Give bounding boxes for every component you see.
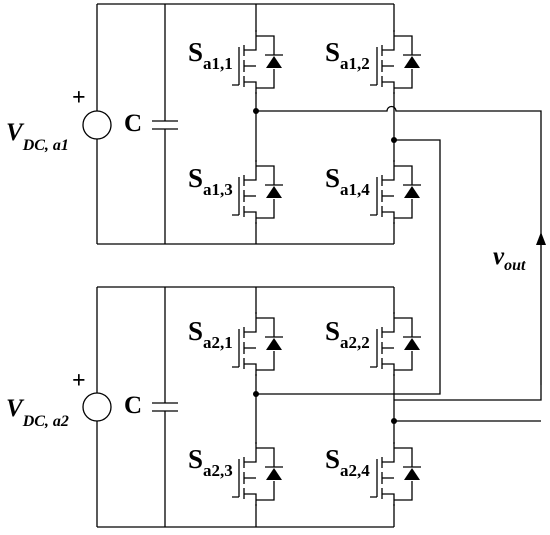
switch-sa2-2-label: Sa2,2 <box>325 316 370 352</box>
switch-sa2-1-label: Sa2,1 <box>188 316 233 352</box>
switch-sa1-2-channel-leads <box>382 30 395 94</box>
switch-sa2-1-gate <box>232 329 240 368</box>
switch-sa1-3-label: Sa1,3 <box>188 163 233 199</box>
switch-sa2-4-icon <box>370 442 421 506</box>
output-voltage: vout <box>493 232 546 385</box>
switch-sa2-2-gate <box>370 329 378 368</box>
switch-sa2-1-icon <box>232 312 283 376</box>
module-a1: + VDC, a1 C Sa1,1 Sa1,2 Sa1,3 Sa1,4 <box>6 3 542 401</box>
switch-sa1-2-label: Sa1,2 <box>325 37 370 73</box>
module-a2-capacitor-icon <box>152 402 178 412</box>
switch-sa1-3-diode-icon <box>266 186 282 198</box>
switch-sa1-4-gate <box>370 177 378 216</box>
switch-sa2-3-icon <box>232 442 283 506</box>
switch-sa1-2-gate <box>370 47 378 86</box>
switch-sa1-1-gate <box>232 47 240 86</box>
switch-sa1-2-diode-icon <box>404 56 420 68</box>
output-arrow-head-icon <box>536 232 546 245</box>
module-a1-source-polarity: + <box>72 85 86 111</box>
module-a1-left-node-dot <box>253 108 259 114</box>
switch-sa2-2-icon <box>370 312 421 376</box>
switch-sa2-1-channel-leads <box>244 312 257 376</box>
switch-sa2-4-diode-icon <box>404 468 420 480</box>
module-a1-source-label: VDC, a1 <box>6 119 69 154</box>
switch-sa1-4-diode-icon <box>404 186 420 198</box>
module-a1-dc-source-icon <box>82 110 112 140</box>
module-a1-right-node-dot <box>391 137 397 143</box>
module-a2-source-polarity: + <box>72 368 86 394</box>
module-a2-right-node-dot <box>391 418 397 424</box>
switch-sa2-4-gate <box>370 459 378 498</box>
switch-sa2-2-diode-icon <box>404 338 420 350</box>
output-voltage-label: vout <box>493 243 526 274</box>
switch-sa1-3-channel-leads <box>244 160 257 224</box>
switch-sa2-3-channel-leads <box>244 442 257 506</box>
switch-sa1-1-channel-leads <box>244 30 257 94</box>
module-a2-left-node-dot <box>253 391 259 397</box>
module-a2-dc-source-icon <box>82 392 112 422</box>
switch-sa2-1-diode-icon <box>266 338 282 350</box>
switch-sa2-4-channel-leads <box>382 442 395 506</box>
switch-sa2-4-label: Sa2,4 <box>325 444 370 480</box>
switch-sa2-3-label: Sa2,3 <box>188 444 233 480</box>
switch-sa1-4-channel-leads <box>382 160 395 224</box>
switch-sa1-4-label: Sa1,4 <box>325 163 370 199</box>
module-a2-source-label: VDC, a2 <box>6 395 69 430</box>
module-a1-capacitor-icon <box>152 120 178 130</box>
switch-sa1-1-label: Sa1,1 <box>188 37 233 73</box>
switch-sa1-4-icon <box>370 160 421 224</box>
switch-sa2-2-channel-leads <box>382 312 395 376</box>
switch-sa1-3-gate <box>232 177 240 216</box>
switch-sa1-2-icon <box>370 30 421 94</box>
switch-sa1-3-icon <box>232 160 283 224</box>
module-a2: + VDC, a2 C Sa2,1 Sa2,2 Sa2,3 Sa2,4 <box>6 286 541 528</box>
module-a1-right-node-wire <box>256 139 441 395</box>
module-a1-capacitor-label: C <box>124 110 142 137</box>
switch-sa1-1-icon <box>232 30 283 94</box>
module-a2-capacitor-label: C <box>124 392 142 419</box>
module-a1-left-node-wire <box>256 105 542 401</box>
switch-sa1-1-diode-icon <box>266 56 282 68</box>
switch-sa2-3-gate <box>232 459 240 498</box>
switch-sa2-3-diode-icon <box>266 468 282 480</box>
